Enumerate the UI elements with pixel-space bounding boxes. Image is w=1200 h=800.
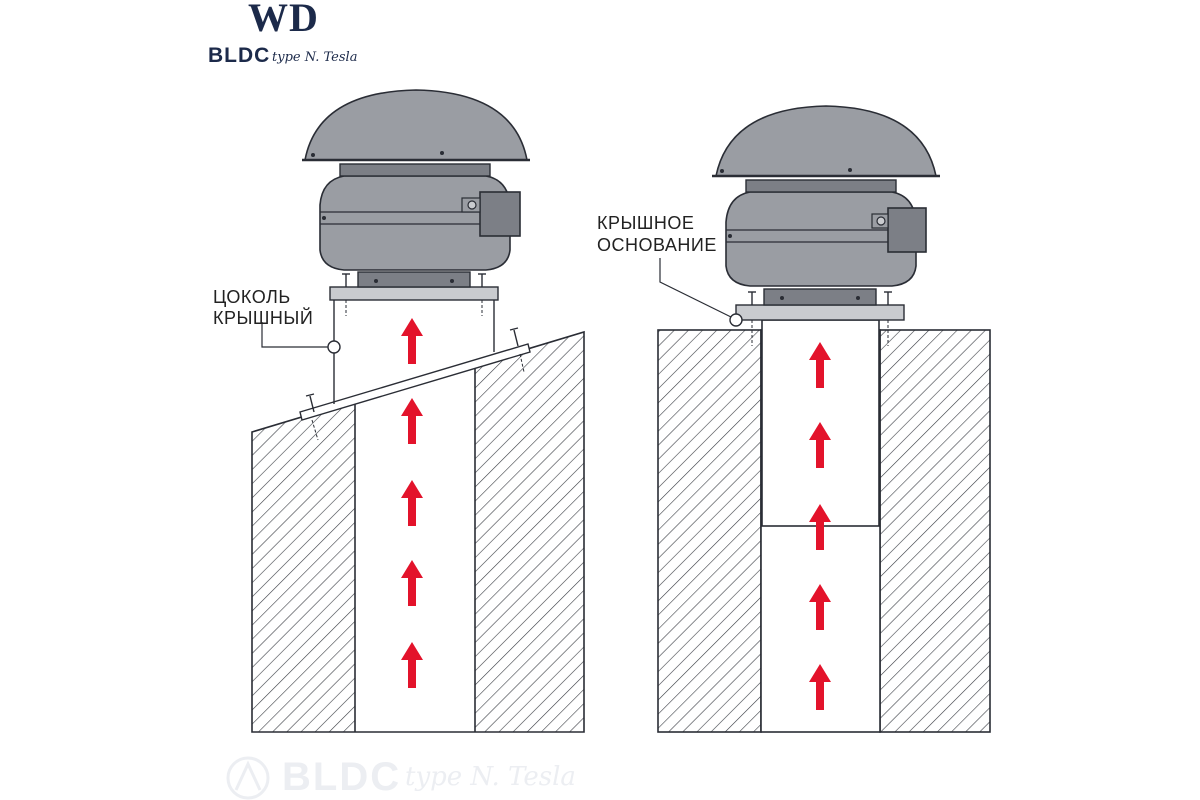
screw-icon — [748, 291, 756, 346]
callout-circle-icon — [729, 313, 743, 327]
left-callout — [261, 322, 341, 354]
left-fan-cap — [304, 89, 528, 161]
left-fan-terminal-box — [479, 191, 521, 237]
right-fan-housing — [725, 191, 917, 287]
arrow-up-icon — [809, 664, 831, 710]
watermark-logo-icon — [226, 756, 270, 800]
label-roof-base-line1: КРЫШНОЕ — [597, 213, 695, 233]
brand-logo-bldc: BLDC — [208, 44, 271, 67]
arrow-up-icon — [809, 422, 831, 468]
watermark-bldc: BLDC — [282, 755, 402, 799]
right-roof-wall-left — [657, 329, 762, 733]
right-roof-section — [657, 319, 991, 733]
arrow-up-icon — [809, 342, 831, 388]
left-fan-neck — [357, 271, 471, 288]
left-roof-wall-left — [252, 332, 355, 732]
screw-icon — [342, 273, 350, 316]
label-roof-base-line2: ОСНОВАНИЕ — [597, 235, 717, 255]
arrow-up-icon — [809, 504, 831, 550]
arrow-up-icon — [401, 398, 423, 444]
airflow-arrows — [401, 318, 831, 710]
brand-logo-script: type N. Tesla — [272, 50, 358, 65]
watermark-script: type N. Tesla — [405, 762, 576, 792]
screw-icon — [305, 393, 319, 441]
screw-icon — [509, 327, 525, 373]
left-roof-fan — [302, 89, 530, 316]
arrow-up-icon — [401, 642, 423, 688]
arrow-up-icon — [401, 560, 423, 606]
arrow-up-icon — [401, 318, 423, 364]
callout-circle-icon — [327, 340, 341, 354]
right-roof-wall-right — [879, 329, 991, 733]
screw-icon — [884, 291, 892, 346]
right-roof-fan — [712, 105, 940, 346]
label-roof-socket-line2: КРЫШНЫЙ — [213, 308, 314, 328]
right-fan-cap — [715, 105, 937, 177]
right-callout — [659, 258, 743, 327]
right-fan-neck — [763, 288, 877, 306]
arrow-up-icon — [809, 584, 831, 630]
left-fan-base-plate — [329, 286, 499, 301]
arrow-up-icon — [401, 480, 423, 526]
left-roof-wall-right — [475, 332, 584, 732]
right-fan-base-plate — [735, 304, 905, 321]
left-roof-section — [251, 300, 585, 733]
screw-icon — [478, 273, 486, 316]
left-roof-flashing — [299, 343, 531, 421]
label-roof-socket-line1: ЦОКОЛЬ — [213, 287, 291, 307]
brand-logo-wd: WD — [248, 0, 319, 40]
right-fan-terminal-box — [887, 207, 927, 253]
